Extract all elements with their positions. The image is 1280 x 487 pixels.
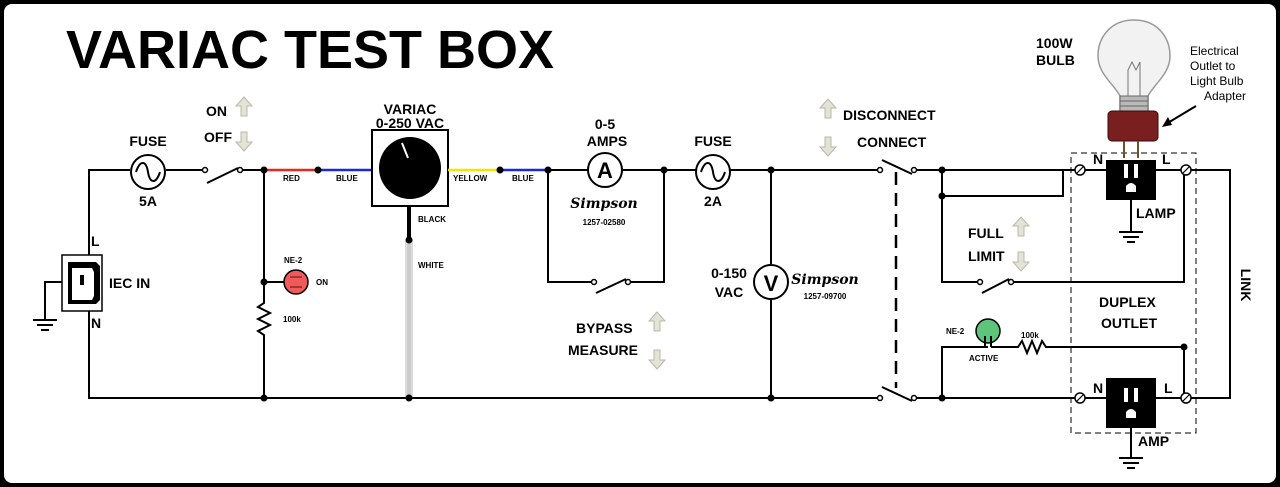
- arrow-up-icon: [647, 311, 667, 332]
- line-wire: [88, 169, 130, 255]
- bulb-label: BULB: [1036, 52, 1075, 68]
- ground-symbol-iec: [33, 319, 57, 331]
- bypass-label: BYPASS: [576, 320, 633, 336]
- wire-white-label: WHITE: [418, 261, 444, 270]
- junction-dots: [260, 166, 1188, 402]
- fuse1-rating: 5A: [139, 193, 157, 209]
- wire-blue-label-1: BLUE: [336, 174, 358, 183]
- variac-range: 0-250 VAC: [376, 115, 444, 131]
- arrow-up-icon: [234, 96, 254, 117]
- neutral-wire: [88, 311, 880, 399]
- measure-label: MEASURE: [568, 342, 638, 358]
- resistor1-label: 100k: [283, 315, 301, 324]
- variac-knob[interactable]: [379, 137, 441, 199]
- amp-l-label: L: [1164, 380, 1173, 396]
- disconnect-label: DISCONNECT: [843, 107, 936, 123]
- panel-background: [4, 4, 1276, 483]
- bypass-wire-right: [630, 170, 665, 283]
- fuse2-label: FUSE: [694, 133, 731, 149]
- fuse2-rating: 2A: [704, 193, 722, 209]
- full-label: FULL: [968, 225, 1004, 241]
- power-off-label: OFF: [204, 129, 232, 145]
- duplex-outlet-box: [1070, 152, 1197, 434]
- duplex-label: DUPLEX: [1099, 294, 1156, 310]
- arrow-down-icon: [647, 349, 667, 370]
- ground-symbol-lamp: [1119, 231, 1143, 243]
- amp-label: AMP: [1138, 433, 1169, 449]
- ammeter-letter: A: [597, 158, 613, 183]
- voltmeter-brand: Simpson: [791, 272, 858, 288]
- voltmeter-model: 1257-09700: [804, 292, 847, 301]
- wire-red-label: RED: [283, 174, 300, 183]
- adapter-note-4: Adapter: [1204, 89, 1246, 103]
- limit-wire-left: [941, 170, 978, 283]
- ammeter-range: 0-5: [595, 116, 615, 132]
- neon2-status: ACTIVE: [969, 354, 999, 363]
- wire-black-label: BLACK: [418, 215, 446, 224]
- adapter-note-2: Outlet to: [1190, 59, 1236, 73]
- variac-pointer: [401, 142, 409, 159]
- neon1-lamp: [283, 269, 309, 295]
- arrow-down-icon: [234, 131, 254, 152]
- limit-wire-right: [1013, 170, 1185, 283]
- arrow-down-icon: [1011, 251, 1031, 272]
- resistor2-label: 100k: [1021, 331, 1039, 340]
- bypass-switch-blade: [595, 278, 627, 294]
- ammeter-brand: Simpson: [570, 196, 637, 212]
- limit-label: LIMIT: [968, 248, 1005, 264]
- disconnect-switch-top: [881, 159, 913, 175]
- neon2-lamp: [975, 318, 1001, 344]
- lamp-n-label: N: [1093, 151, 1103, 167]
- neon2-label: NE-2: [946, 327, 965, 336]
- disconnect-switch-bottom: [881, 386, 913, 402]
- connect-label: CONNECT: [857, 134, 927, 150]
- bypass-wire-left: [547, 170, 592, 283]
- resistor2: [991, 338, 1185, 398]
- lamp-receptacle: [1106, 160, 1156, 200]
- adapter-note-1: Electrical: [1190, 44, 1239, 58]
- lamp-l-label: L: [1162, 151, 1171, 167]
- variac-title: VARIAC: [384, 101, 437, 117]
- fuse1-label: FUSE: [129, 133, 166, 149]
- amp-n-label: N: [1093, 380, 1103, 396]
- arrow-up-icon: [818, 98, 838, 119]
- wire-yellow-label: YELLOW: [453, 174, 488, 183]
- page-title: VARIAC TEST BOX: [66, 20, 554, 80]
- iec-inlet: [61, 254, 103, 312]
- arrow-down-icon: [818, 136, 838, 157]
- link-label: LINK: [1238, 269, 1254, 302]
- adapter-pointer-arrow: [1165, 105, 1197, 125]
- power-on-label: ON: [206, 103, 227, 119]
- neon1-label: NE-2: [284, 256, 303, 265]
- adapter-note-3: Light Bulb: [1190, 74, 1244, 88]
- resistor1: [255, 282, 273, 398]
- amp-receptacle: [1106, 378, 1156, 428]
- bulb-adapter: [1107, 110, 1159, 142]
- iec-ground-wire: [44, 281, 62, 320]
- neon2-wire: [941, 346, 988, 398]
- voltmeter-letter: V: [764, 271, 779, 296]
- limit-switch-blade: [981, 278, 1010, 294]
- ammeter-unit: AMPS: [587, 133, 627, 149]
- outlet-label: OUTLET: [1101, 315, 1157, 331]
- arrow-up-icon: [1011, 216, 1031, 237]
- voltmeter-range: 0-150: [711, 265, 747, 281]
- wire-blue-label-2: BLUE: [512, 174, 534, 183]
- iec-n-label: N: [91, 315, 101, 331]
- ground-symbol-amp: [1119, 457, 1143, 469]
- ammeter-model: 1257-02580: [583, 218, 626, 227]
- neon1-status: ON: [316, 278, 328, 287]
- voltmeter-unit: VAC: [715, 284, 744, 300]
- iec-l-label: L: [91, 233, 100, 249]
- power-switch-blade: [206, 167, 239, 184]
- link-wire: [1191, 169, 1231, 399]
- bulb-watts: 100W: [1036, 35, 1073, 51]
- full-wire: [942, 170, 1064, 197]
- lamp-label: LAMP: [1136, 205, 1176, 221]
- iec-in-label: IEC IN: [109, 275, 150, 291]
